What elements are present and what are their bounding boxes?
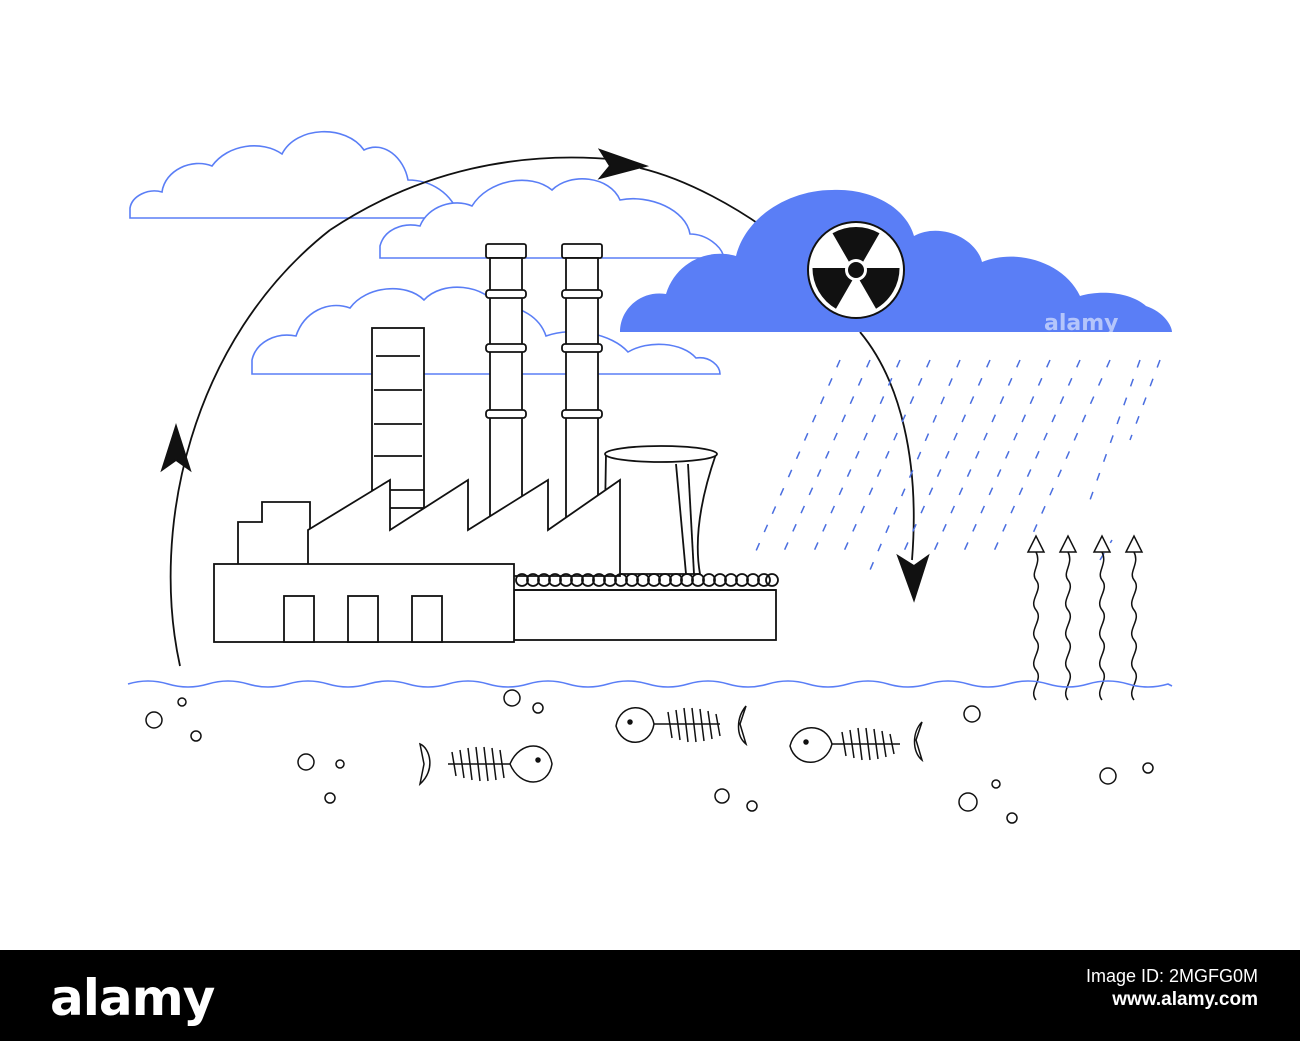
footer-bar: alamy Image ID: 2MGFG0M www.alamy.com bbox=[0, 950, 1300, 1041]
factory bbox=[213, 243, 779, 643]
acid-rain-illustration: alamy bbox=[127, 130, 1173, 824]
fish-skeleton-icon bbox=[418, 742, 553, 787]
razor-wire bbox=[514, 573, 779, 591]
cloud-outline-left bbox=[129, 130, 462, 219]
radiation-icon bbox=[807, 221, 905, 319]
footer-meta: Image ID: 2MGFG0M www.alamy.com bbox=[1086, 964, 1258, 1012]
rain bbox=[751, 359, 1161, 571]
radioactive-cloud: alamy bbox=[620, 189, 1172, 336]
cooling-tower bbox=[603, 445, 718, 575]
fish-skeleton-icon bbox=[789, 721, 924, 763]
smokestack-1 bbox=[485, 243, 527, 529]
fish-skeleton-icon bbox=[615, 705, 748, 747]
arrow-icon bbox=[169, 229, 331, 667]
bubbles bbox=[145, 689, 1154, 824]
water-surface bbox=[127, 680, 1173, 688]
footer-logo: alamy bbox=[50, 969, 215, 1027]
cloud-outline-middle bbox=[379, 178, 725, 259]
image-id-label: Image ID: 2MGFG0M bbox=[1085, 966, 1258, 986]
arrow-up-icon bbox=[1026, 534, 1046, 553]
smokestack-2 bbox=[561, 243, 603, 529]
chimney-brick bbox=[371, 327, 425, 509]
watermark: alamy bbox=[1044, 311, 1119, 336]
evaporation bbox=[1026, 534, 1144, 701]
site-url-label: www.alamy.com bbox=[1112, 989, 1258, 1010]
